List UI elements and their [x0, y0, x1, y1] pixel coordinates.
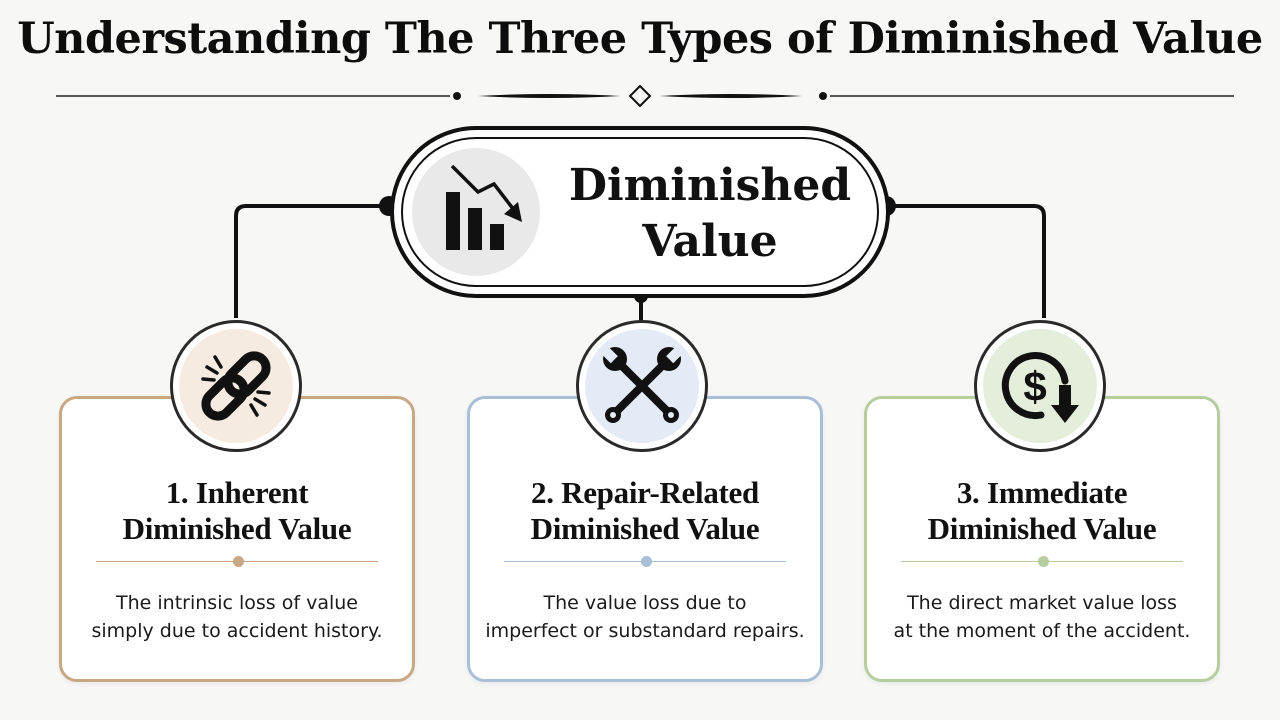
card-divider-dot [233, 556, 244, 567]
card-divider-dot [641, 556, 652, 567]
card-title-line1: 2. Repair-Related [531, 475, 759, 510]
badge-immediate: $ [974, 320, 1106, 452]
card-description-line1: The value loss due to [543, 592, 747, 614]
card-title: 3. Immediate Diminished Value [867, 475, 1217, 547]
card-description-line2: imperfect or substandard repairs. [485, 620, 805, 642]
card-description-line2: at the moment of the accident. [893, 620, 1191, 642]
card-description: The direct market value loss at the mome… [867, 589, 1217, 645]
central-label-line1: Diminished [568, 160, 852, 211]
title-divider [56, 84, 1234, 108]
card-title: 2. Repair-Related Diminished Value [470, 475, 820, 547]
badge-inherent [170, 320, 302, 452]
card-description-line1: The direct market value loss [907, 592, 1177, 614]
broken-link-icon [201, 351, 271, 421]
card-title-line2: Diminished Value [122, 511, 352, 546]
central-label-line2: Value [642, 216, 778, 267]
card-title-line1: 1. Inherent [165, 475, 309, 510]
card-title: 1. Inherent Diminished Value [62, 475, 412, 547]
card-title-line1: 3. Immediate [956, 475, 1128, 510]
wrench-cross-icon [600, 346, 684, 423]
card-description: The value loss due to imperfect or subst… [470, 589, 820, 645]
page-title: Understanding The Three Types of Diminis… [17, 14, 1263, 64]
bar-chart-down-icon [446, 164, 522, 250]
card-description-line2: simply due to accident history. [91, 620, 383, 642]
dollar-down-icon: $ [1001, 352, 1079, 423]
card-divider-dot [1038, 556, 1049, 567]
svg-text:$: $ [1023, 363, 1046, 410]
badge-repair [576, 320, 708, 452]
card-description-line1: The intrinsic loss of value [116, 592, 358, 614]
card-description: The intrinsic loss of value simply due t… [62, 589, 412, 645]
card-title-line2: Diminished Value [530, 511, 760, 546]
central-label: Diminished Value [560, 158, 860, 270]
badge-fill [179, 329, 293, 443]
card-title-line2: Diminished Value [927, 511, 1157, 546]
